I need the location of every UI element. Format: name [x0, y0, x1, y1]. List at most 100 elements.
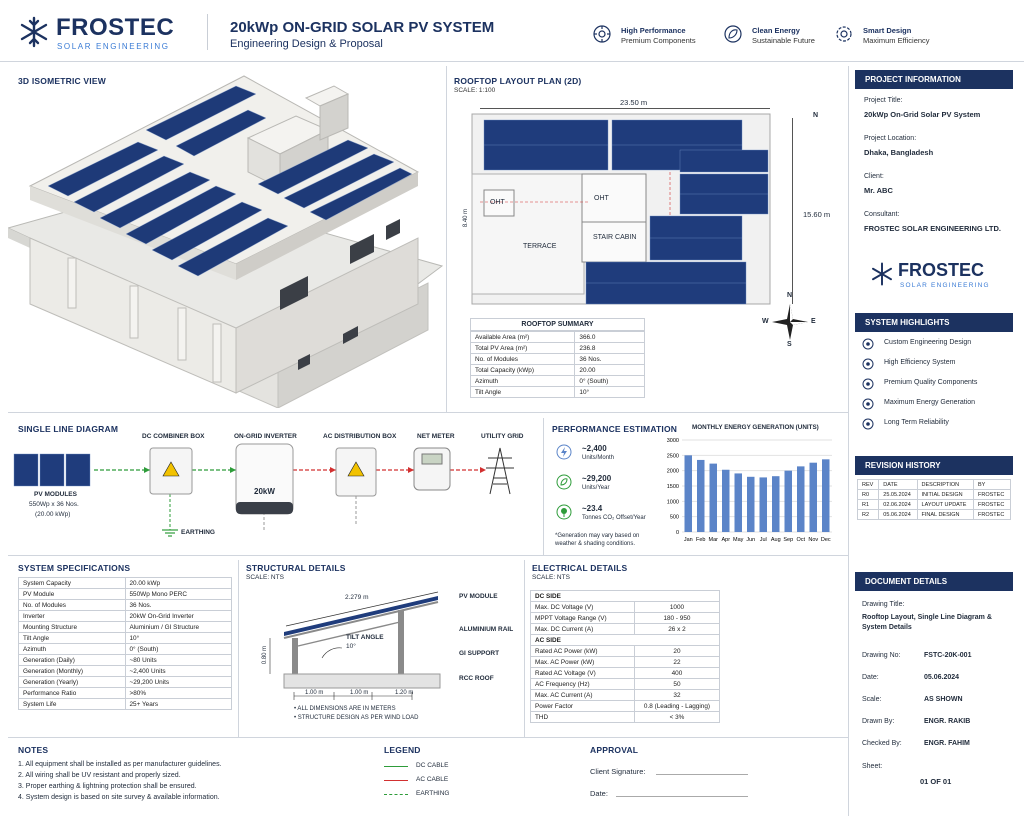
document-row: Drawn By:ENGR. RAKIB — [862, 718, 1012, 740]
y-tick-label: 3000 — [667, 438, 679, 444]
summary-label: Available Area (m²) — [469, 331, 576, 343]
highlight-item: Maximum Energy Generation — [862, 396, 1012, 416]
revision-cell: R2 — [856, 509, 880, 520]
project-info: Project Title:20kWp On-Grid Solar PV Sys… — [864, 97, 1012, 249]
check-circle-icon — [862, 398, 874, 410]
doc-value: ENGR. RAKIB — [924, 718, 971, 725]
doc-label: Date: — [862, 674, 879, 681]
table-row: Rated AC Voltage (V)400 — [530, 667, 721, 679]
check-circle-icon — [862, 338, 874, 350]
spec-value: 36 Nos. — [124, 599, 232, 611]
client-signature-field[interactable] — [656, 774, 748, 775]
spec-value: ~80 Units — [124, 654, 232, 666]
x-tick-label: Apr — [721, 537, 730, 543]
revision-cell: 25.05.2024 — [878, 489, 918, 500]
approval-date-field[interactable] — [616, 796, 748, 797]
document-row: Drawing No:FSTC-20K-001 — [862, 652, 1012, 674]
summary-label: Total PV Area (m²) — [469, 342, 576, 354]
bar — [797, 466, 805, 532]
column-header: DESCRIPTION — [916, 479, 975, 490]
snowflake-logo-icon — [872, 262, 892, 286]
check-circle-icon — [862, 358, 874, 370]
table-row: Performance Ratio>80% — [18, 687, 232, 699]
spec-label: Generation (Daily) — [18, 654, 126, 666]
revision-cell: FINAL DESIGN — [916, 509, 975, 520]
document-header: DOCUMENT DETAILS — [855, 572, 1013, 591]
table-row: Generation (Yearly)~29,200 Units — [18, 676, 232, 688]
spec-value: 20.00 kWp — [124, 577, 232, 589]
spec-label: System Capacity — [18, 577, 126, 589]
label-oht-1: OHT — [490, 199, 505, 206]
perf-title: PERFORMANCE ESTIMATION — [552, 424, 678, 434]
list-item: 4. System design is based on site survey… — [18, 794, 220, 801]
elec-label: Max. AC Power (kW) — [530, 656, 635, 668]
summary-label: Total Capacity (kWp) — [469, 364, 576, 376]
list-item: 2. All wiring shall be UV resistant and … — [18, 772, 181, 779]
perf-note: *Generation may vary based on weather & … — [555, 533, 640, 547]
list-item: 1. All equipment shall be installed as p… — [18, 761, 222, 768]
summary-value: 0° (South) — [574, 375, 645, 387]
spec-label: Performance Ratio — [18, 687, 126, 699]
spec-value: ~29,200 Units — [124, 676, 232, 688]
highlight-label: Maximum Energy Generation — [884, 399, 976, 406]
drawing-title: Rooftop Layout, Single Line Diagram & Sy… — [862, 614, 992, 631]
bar — [759, 477, 767, 532]
spec-value: 550Wp Mono PERC — [124, 588, 232, 600]
chart-title: MONTHLY ENERGY GENERATION (UNITS) — [692, 424, 819, 431]
ac-side-heading: AC SIDE — [530, 634, 720, 646]
rooftop-plan — [471, 113, 771, 305]
doc-value: FSTC-20K-001 — [924, 652, 972, 659]
snowflake-logo-icon — [20, 16, 48, 48]
y-tick-label: 2500 — [667, 453, 679, 459]
leaf-icon — [556, 474, 572, 490]
spec-label: Mounting Structure — [18, 621, 126, 633]
tree-icon — [556, 504, 572, 520]
bar — [784, 470, 792, 532]
check-circle-icon — [862, 378, 874, 390]
project-field: Consultant:FROSTEC SOLAR ENGINEERING LTD… — [864, 211, 1012, 249]
elec-label: MPPT Voltage Range (V) — [530, 612, 635, 624]
spec-value: ~2,400 Units — [124, 665, 232, 677]
y-tick-label: 1500 — [667, 484, 679, 490]
dim-height: 15.60 m — [803, 210, 831, 219]
revision-cell: 02.06.2024 — [878, 499, 918, 510]
column-header: DATE — [878, 479, 918, 490]
table-row: Total PV Area (m²)236.8 — [469, 342, 645, 354]
spec-label: System Life — [18, 698, 126, 710]
doc-value: ENGR. FAHIM — [924, 740, 970, 747]
summary-value: 20.00 — [574, 364, 645, 376]
spec-value: >80% — [124, 687, 232, 699]
table-row: Max. DC Voltage (V)1000 — [530, 601, 721, 613]
revision-cell: LAYOUT UPDATE — [916, 499, 975, 510]
lightning-icon — [556, 444, 572, 460]
elec-label: THD — [530, 711, 635, 723]
sld-title: SINGLE LINE DIAGRAM — [18, 424, 119, 434]
table-row: Rated AC Power (kW)20 — [530, 645, 721, 657]
y-tick-label: 500 — [670, 515, 679, 521]
spec-value: Aluminium / GI Structure — [124, 621, 232, 633]
summary-label: Azimuth — [469, 375, 576, 387]
summary-label: Tilt Angle — [469, 386, 576, 398]
x-tick-label: Dec — [821, 537, 831, 543]
spec-label: Generation (Monthly) — [18, 665, 126, 677]
summary-value: 366.0 — [574, 331, 645, 343]
x-tick-label: Oct — [796, 537, 805, 543]
brand-subtitle: SOLAR ENGINEERING — [57, 42, 170, 51]
label-terrace: TERRACE — [523, 243, 557, 250]
elec-value: 1000 — [633, 601, 721, 613]
field-value: Mr. ABC — [864, 186, 893, 195]
mounting-structure-drawing — [269, 591, 441, 700]
revision-cell: R0 — [856, 489, 880, 500]
elec-label: Max. AC Current (A) — [530, 689, 635, 701]
summary-value: 236.8 — [574, 342, 645, 354]
highlight-item: Long Term Reliability — [862, 416, 1012, 436]
gear-icon — [593, 25, 611, 43]
field-label: Project Location: — [864, 135, 917, 142]
